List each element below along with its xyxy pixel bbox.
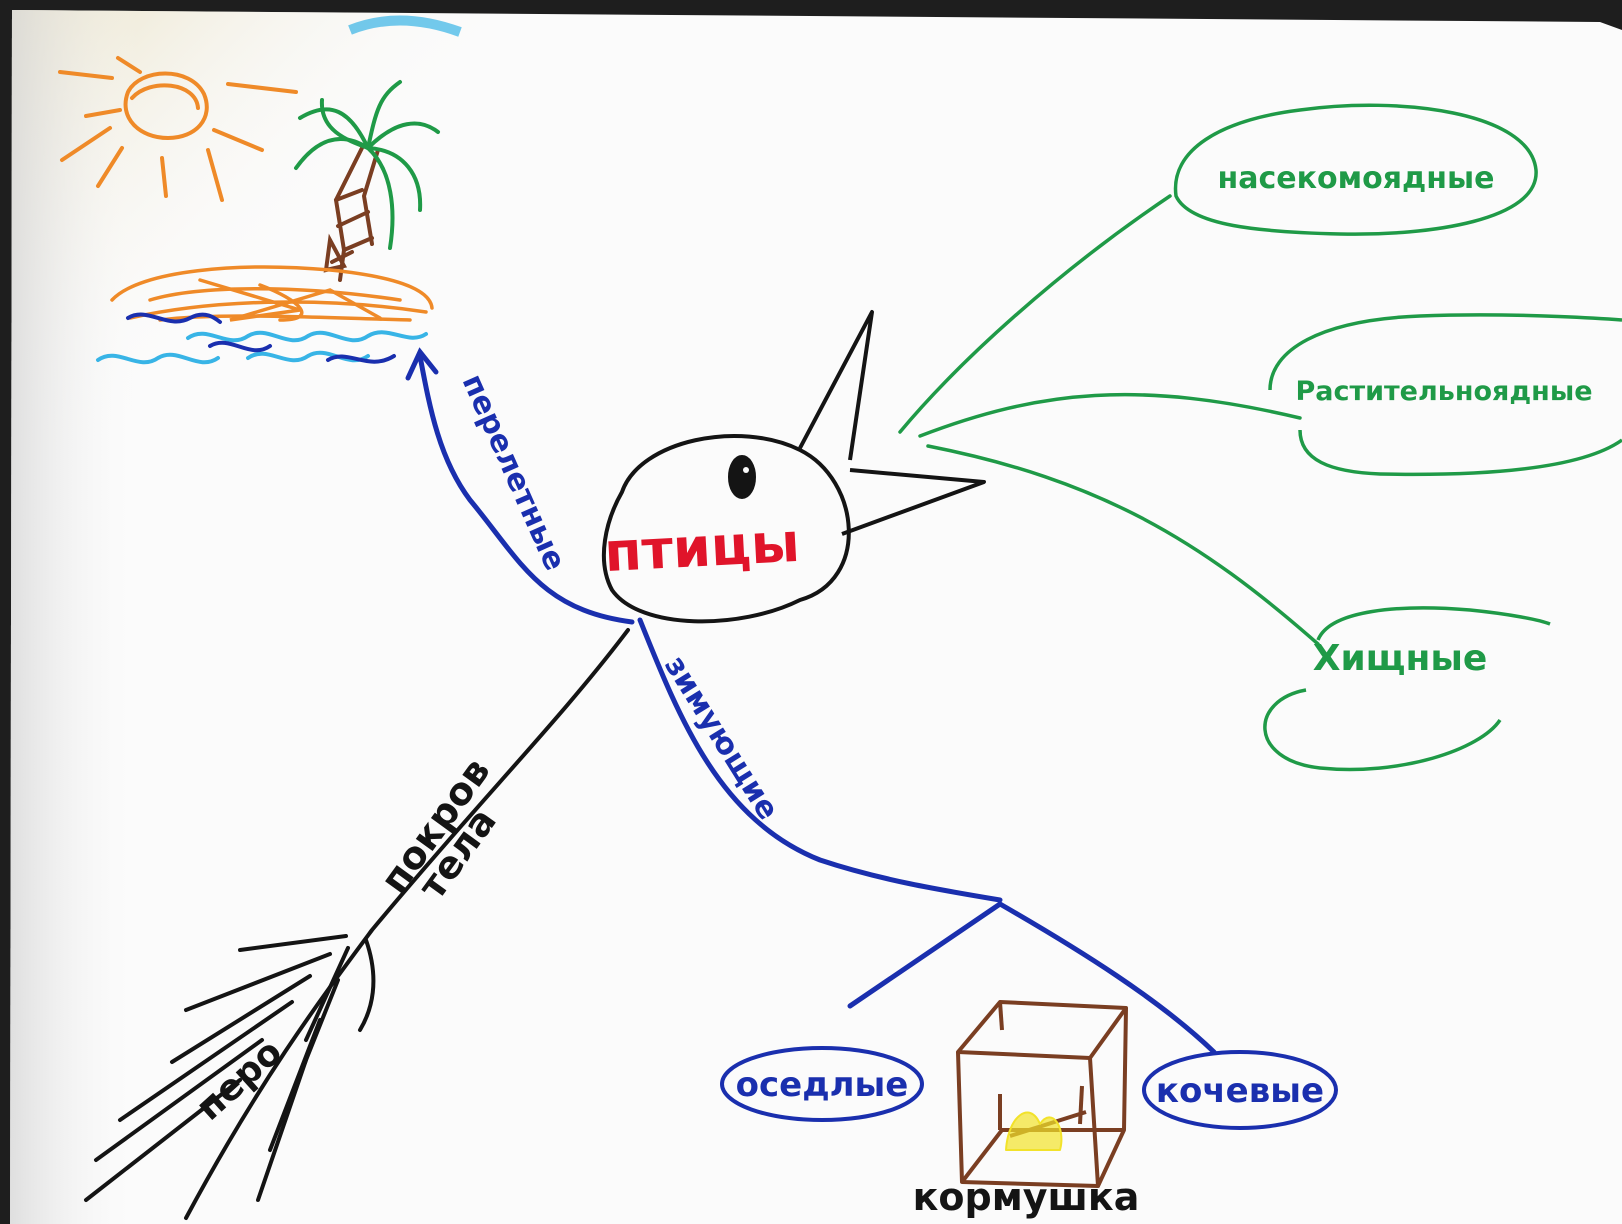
palm-tree-icon xyxy=(294,80,440,282)
island-icon xyxy=(110,265,434,322)
wintering-branch xyxy=(637,617,1217,1055)
center-label: птицы xyxy=(603,511,801,584)
nomadic-node: кочевые xyxy=(1142,1050,1338,1130)
insectivores-node: насекомоядные xyxy=(1173,103,1538,236)
waves-icon xyxy=(96,312,428,365)
sedentary-node: оседлые xyxy=(720,1046,924,1122)
feather-icon xyxy=(84,934,350,1202)
migratory-branch xyxy=(405,347,635,625)
body-cover-branch xyxy=(184,628,630,1220)
sun-icon xyxy=(58,56,298,202)
nomadic-label: кочевые xyxy=(1156,1071,1324,1111)
food-branches xyxy=(898,194,1320,646)
sedentary-label: оседлые xyxy=(736,1065,909,1105)
predators-label: Хищные xyxy=(1313,638,1488,679)
feeder-box-icon xyxy=(956,1000,1128,1188)
insectivores-label: насекомоядные xyxy=(1218,161,1495,196)
predators-node: Хищные xyxy=(1263,606,1551,772)
herbivores-label: Растительноядные xyxy=(1295,376,1592,407)
bird-head-icon xyxy=(601,310,986,624)
feeder-label: кормушка xyxy=(913,1175,1140,1219)
herbivores-node: Растительноядные xyxy=(1268,313,1622,477)
